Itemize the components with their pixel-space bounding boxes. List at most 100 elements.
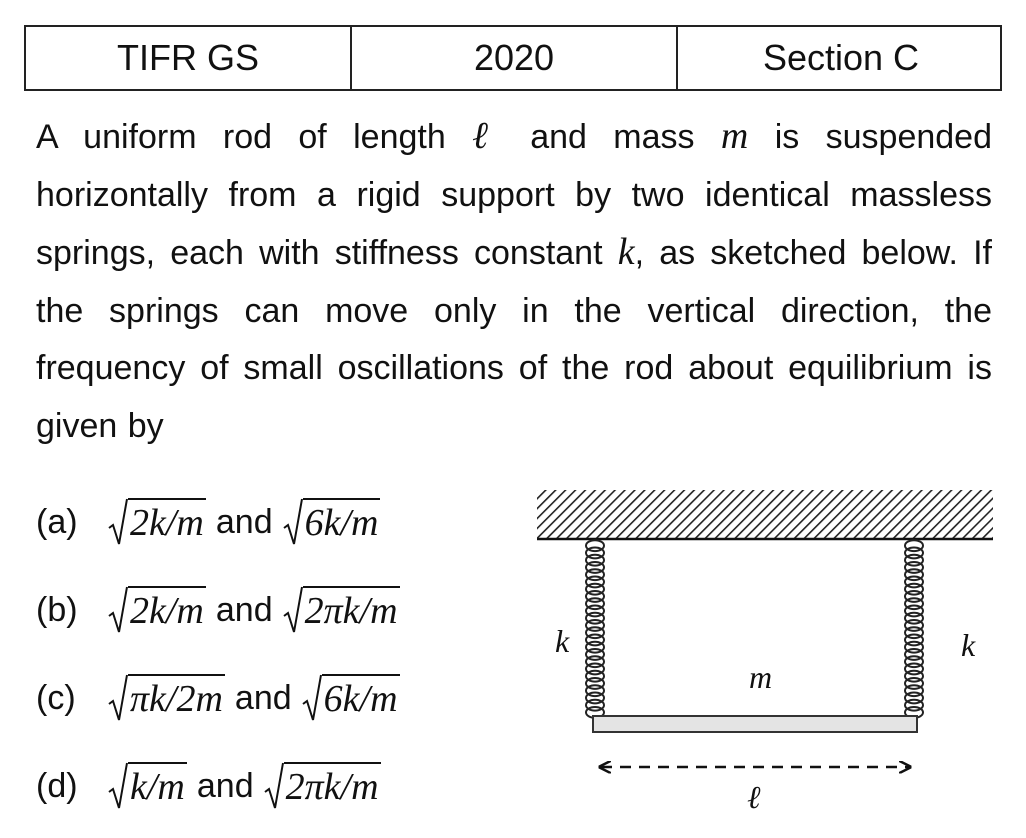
- connector-and: and: [215, 502, 273, 541]
- spring-coil: [904, 662, 924, 676]
- spring-coil: [904, 691, 924, 705]
- header-table: TIFR GS 2020 Section C: [24, 25, 1002, 91]
- header-section: Section C: [762, 37, 920, 78]
- spring-rod-diagram: k k m ℓ: [537, 490, 993, 815]
- spring-coil: [904, 647, 924, 661]
- spring-coil: [904, 698, 924, 712]
- question-part-1: A uniform rod of length: [36, 118, 473, 156]
- radicand: k/m: [128, 762, 187, 810]
- spring-coil: [904, 618, 924, 632]
- spring-coil: [904, 655, 924, 669]
- spring-coil: [904, 539, 924, 553]
- question-text: A uniform rod of length ℓ and mass m is …: [36, 108, 992, 455]
- spring-coil: [585, 618, 605, 632]
- connector-and: and: [215, 590, 273, 629]
- spring-coil: [904, 626, 924, 640]
- question-part-4: , as sketched below. If the springs can …: [36, 234, 992, 445]
- spring-coil: [904, 546, 924, 560]
- sqrt-expression: 6k/m: [302, 674, 400, 722]
- radicand: 6k/m: [321, 674, 400, 722]
- spring-coil: [585, 676, 605, 690]
- spring-coil: [585, 575, 605, 589]
- spring-coil: [585, 611, 605, 625]
- spring-coil: [585, 662, 605, 676]
- spring-coil: [904, 553, 924, 567]
- spring-coil: [585, 560, 605, 574]
- radical-sign-icon: [283, 498, 303, 545]
- radical-sign-icon: [108, 674, 128, 721]
- spring-coil: [904, 560, 924, 574]
- spring-coil: [904, 611, 924, 625]
- rod: [592, 715, 918, 733]
- spring-coil: [904, 597, 924, 611]
- option-b[interactable]: (b) 2k/m and 2πk/m: [36, 566, 516, 654]
- option-letter: (b): [36, 590, 78, 629]
- sqrt-expression: πk/2m: [108, 674, 225, 722]
- mass-label: m: [749, 659, 772, 695]
- spring-coil: [585, 633, 605, 647]
- spring-coil: [904, 575, 924, 589]
- spring-coil: [585, 539, 605, 553]
- sqrt-expression: 2k/m: [108, 586, 206, 634]
- spring-coil: [585, 546, 605, 560]
- question-part-3: is suspended horizontally from a rigid s…: [36, 118, 992, 272]
- spring-right-label: k: [961, 627, 976, 663]
- radicand: 6k/m: [302, 498, 381, 546]
- radicand: 2πk/m: [283, 762, 381, 810]
- connector-and: and: [234, 678, 292, 717]
- option-letter: (d): [36, 766, 78, 805]
- radical-sign-icon: [283, 586, 303, 633]
- spring-coil: [585, 669, 605, 683]
- radicand: 2k/m: [128, 498, 206, 546]
- option-letter: (c): [36, 678, 76, 717]
- symbol-mass: m: [720, 115, 749, 157]
- spring-coil: [904, 604, 924, 618]
- spring-coil: [585, 655, 605, 669]
- option-a[interactable]: (a) 2k/m and 6k/m: [36, 478, 516, 566]
- spring-left-label: k: [555, 623, 570, 659]
- symbol-k: k: [617, 231, 635, 273]
- connector-and: and: [196, 766, 254, 805]
- radical-sign-icon: [264, 762, 284, 809]
- header-year: 2020: [352, 27, 678, 89]
- sqrt-expression: k/m: [108, 762, 187, 810]
- spring-coil: [904, 640, 924, 654]
- radicand: πk/2m: [128, 674, 225, 722]
- spring-coil: [904, 633, 924, 647]
- spring-coil: [904, 582, 924, 596]
- spring-coil: [904, 589, 924, 603]
- option-c[interactable]: (c) πk/2m and 6k/m: [36, 654, 516, 742]
- spring-coil: [585, 640, 605, 654]
- radical-sign-icon: [108, 498, 128, 545]
- radical-sign-icon: [302, 674, 322, 721]
- radical-sign-icon: [108, 586, 128, 633]
- spring-coil: [585, 698, 605, 712]
- sqrt-expression: 2πk/m: [283, 586, 400, 634]
- sqrt-expression: 6k/m: [283, 498, 381, 546]
- spring-left: [585, 539, 605, 719]
- spring-coil: [585, 597, 605, 611]
- spring-coil: [585, 691, 605, 705]
- spring-coil: [585, 582, 605, 596]
- question-part-2: and mass: [503, 118, 721, 156]
- spring-coil: [585, 553, 605, 567]
- radicand: 2πk/m: [302, 586, 400, 634]
- spring-coil: [904, 568, 924, 582]
- option-d[interactable]: (d) k/m and 2πk/m: [36, 742, 516, 830]
- spring-coil: [904, 676, 924, 690]
- symbol-length: ℓ: [472, 115, 504, 157]
- spring-coil: [585, 604, 605, 618]
- length-label: ℓ: [747, 779, 761, 815]
- answer-options: (a) 2k/m and 6k/m (b) 2k/m and 2πk/m (c)…: [36, 478, 516, 830]
- radical-sign-icon: [108, 762, 128, 809]
- spring-coil: [904, 669, 924, 683]
- spring-coil: [585, 568, 605, 582]
- radicand: 2k/m: [128, 586, 206, 634]
- sqrt-expression: 2πk/m: [264, 762, 381, 810]
- sqrt-expression: 2k/m: [108, 498, 206, 546]
- option-letter: (a): [36, 502, 78, 541]
- spring-coil: [585, 647, 605, 661]
- spring-coil: [585, 626, 605, 640]
- spring-coil: [585, 684, 605, 698]
- rigid-support: [537, 490, 993, 538]
